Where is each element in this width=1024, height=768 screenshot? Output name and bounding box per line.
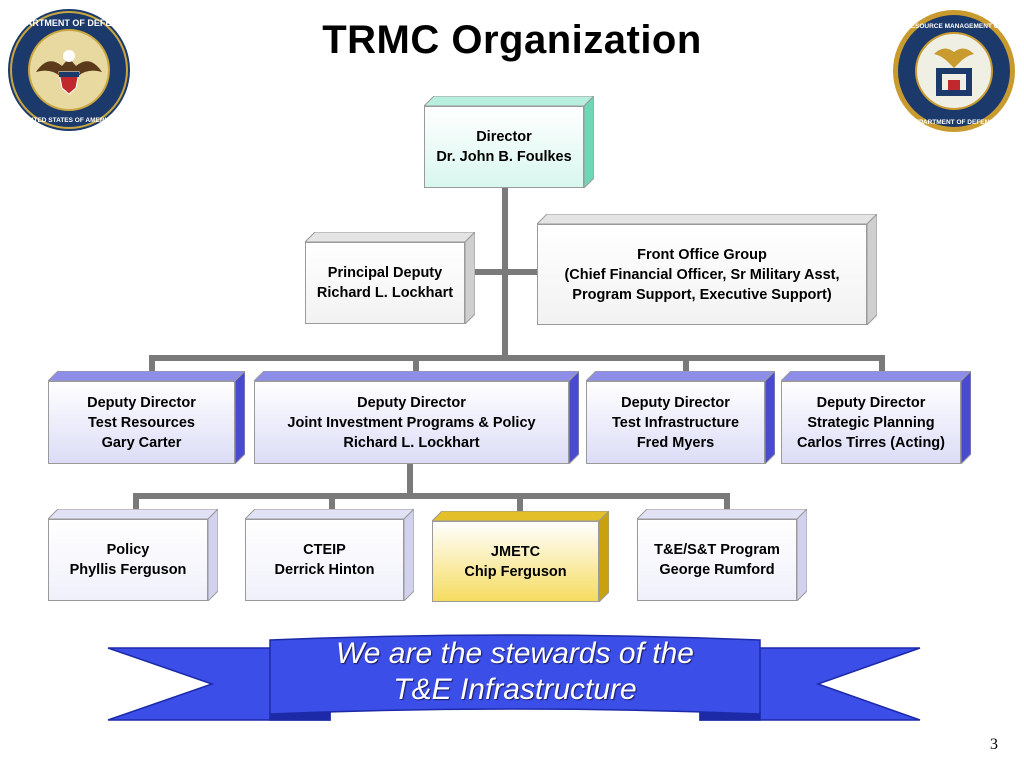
svg-text:DEPARTMENT OF DEFENSE: DEPARTMENT OF DEFENSE (8, 18, 130, 28)
box-text-line: Chip Ferguson (464, 563, 567, 580)
page-number: 3 (990, 736, 998, 753)
box-text-line: Dr. John B. Foulkes (436, 149, 572, 165)
box-text-line: Deputy Director (816, 394, 926, 411)
box-text-line: Gary Carter (101, 434, 182, 451)
box-text-line: George Rumford (659, 562, 775, 578)
org-connectors (133, 185, 885, 513)
box-text-line: Front Office Group (637, 246, 767, 263)
box-3d-shape (432, 511, 609, 602)
ribbon-main (269, 634, 761, 715)
svg-text:UNITED STATES OF AMERICA: UNITED STATES OF AMERICA (22, 117, 116, 124)
office-jmetc-box: JMETC Chip Ferguson (432, 511, 609, 602)
box-face: CTEIP Derrick Hinton (245, 519, 404, 601)
box-text-line: Program Support, Executive Support) (572, 286, 832, 303)
box-text-line: Fred Myers (636, 434, 715, 451)
box-text-line: Joint Investment Programs & Policy (287, 414, 536, 431)
banner-text: We are the stewards of the T&E Infrastru… (270, 636, 760, 708)
page-title: TRMC Organization (322, 18, 702, 62)
box-text-line: Test Resources (88, 414, 195, 431)
banner-line: We are the stewards of the (336, 637, 694, 670)
svg-text:DEPARTMENT OF DEFENSE: DEPARTMENT OF DEFENSE (910, 119, 999, 126)
banner-ribbon (107, 634, 921, 721)
box-text-line: Test Infrastructure (611, 414, 740, 431)
svg-text:TEST RESOURCE MANAGEMENT CENTE: TEST RESOURCE MANAGEMENT CENTER (890, 23, 1018, 30)
box-3d-shape (537, 214, 877, 325)
office-cteip-box: CTEIP Derrick Hinton (245, 509, 414, 601)
dod-seal-icon: DEPARTMENT OF DEFENSE UNITED STATES OF A… (8, 9, 130, 131)
box-text-line: Richard L. Lockhart (316, 285, 454, 301)
front-office-box: Front Office Group (Chief Financial Offic… (537, 214, 877, 325)
box-text-line: Richard L. Lockhart (343, 434, 480, 451)
box-text-line: Director (476, 129, 532, 145)
box-text-line: Deputy Director (621, 394, 730, 411)
box-text-line: (Chief Financial Officer, Sr Military As… (564, 266, 840, 283)
box-text-line: Policy (106, 542, 150, 558)
box-text-line: Deputy Director (87, 394, 196, 411)
box-text-line: Derrick Hinton (274, 562, 375, 578)
box-text-line: Principal Deputy (327, 265, 443, 281)
box-text-line: Deputy Director (357, 394, 466, 411)
box-3d-shape (48, 509, 218, 601)
box-3d-shape (305, 232, 475, 324)
banner-line: T&E Infrastructure (393, 673, 637, 706)
box-3d-shape (48, 371, 245, 464)
box-text-line: Strategic Planning (807, 414, 935, 431)
box-face: Front Office Group (Chief Financial Offic… (537, 224, 867, 325)
box-text-line: Phyllis Ferguson (69, 562, 187, 578)
trmc-seal-icon: TEST RESOURCE MANAGEMENT CENTER DEPARTME… (890, 10, 1018, 132)
box-text-line: Carlos Tirres (Acting) (797, 434, 945, 451)
box-face: JMETC Chip Ferguson (432, 521, 599, 602)
box-text-line: JMETC (490, 543, 541, 560)
box-text-line: T&E/S&T Program (654, 542, 780, 558)
box-text-line: CTEIP (303, 542, 346, 558)
